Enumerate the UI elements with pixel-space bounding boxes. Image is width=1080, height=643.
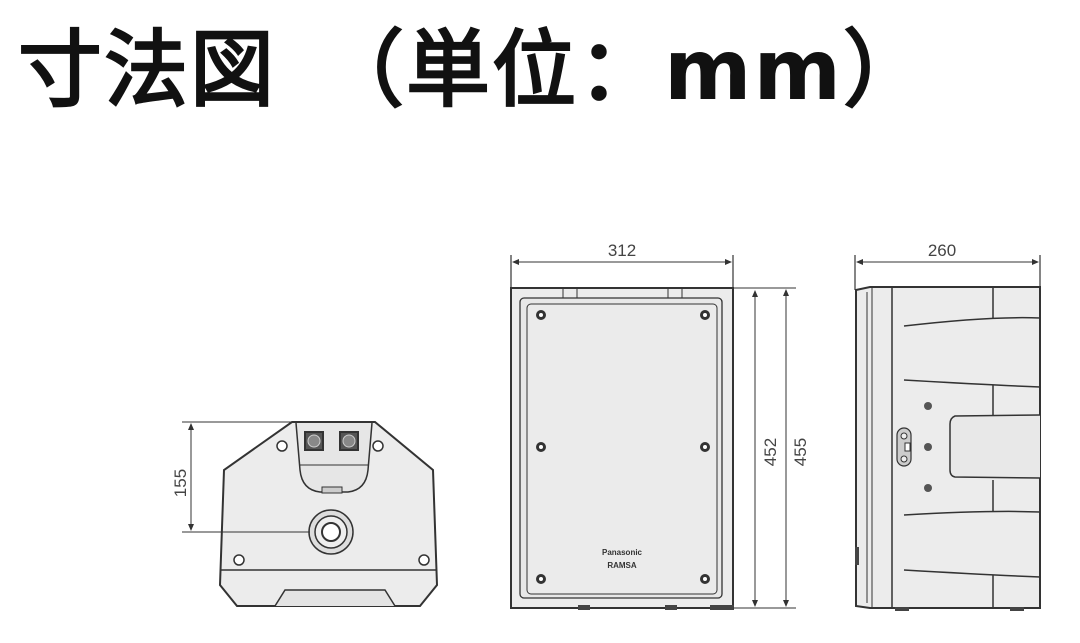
side-view (854, 255, 1041, 611)
brand-logo-ramsa: RAMSA (607, 561, 637, 570)
bottom-view (182, 421, 439, 607)
dimension-455-label: 455 (791, 438, 810, 466)
dimension-155-label: 155 (171, 469, 190, 497)
front-view (510, 255, 796, 610)
dimension-312-label: 312 (608, 241, 636, 260)
dimension-260-label: 260 (928, 241, 956, 260)
dimension-452-label: 452 (761, 438, 780, 466)
brand-logo-panasonic: Panasonic (602, 548, 643, 557)
page-title: 寸法図 （単位：mm） (18, 21, 930, 119)
